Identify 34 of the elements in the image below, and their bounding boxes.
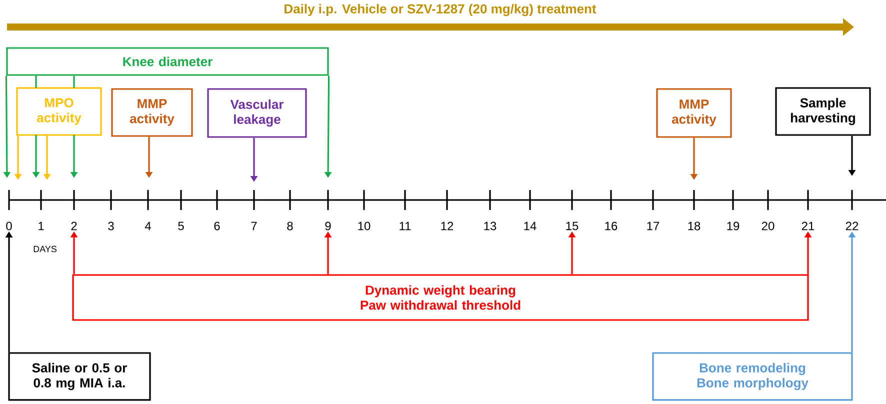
day-number: 8 bbox=[287, 222, 293, 230]
measurement-box: Sample harvesting bbox=[775, 87, 871, 136]
day-number: 9 bbox=[325, 222, 331, 230]
day-number: 18 bbox=[688, 222, 700, 230]
day-number: 1 bbox=[38, 222, 44, 230]
day-number: 10 bbox=[358, 222, 370, 230]
day-number: 14 bbox=[524, 222, 536, 230]
day-number: 5 bbox=[178, 222, 184, 230]
day-number: 2 bbox=[71, 222, 77, 230]
treatment-box: Saline or 0.5 or 0.8 mg MIA i.a. bbox=[8, 352, 151, 401]
day-number: 17 bbox=[647, 222, 660, 230]
day-number: 13 bbox=[484, 222, 496, 230]
measurement-box: Bone remodeling Bone morphology bbox=[652, 352, 853, 401]
day-number: 7 bbox=[251, 222, 257, 230]
day-number: 11 bbox=[400, 222, 411, 230]
day-number: 12 bbox=[441, 222, 454, 230]
day-number: 19 bbox=[727, 222, 740, 230]
day-number: 0 bbox=[6, 222, 12, 230]
day-number: 3 bbox=[108, 222, 114, 230]
axis-label: DAYS bbox=[34, 246, 57, 252]
day-number: 21 bbox=[802, 222, 814, 230]
bracket-label: Knee diameter bbox=[6, 47, 329, 76]
treatment-label: Daily i.p. Vehicle or SZV-1287 (20 mg/kg) treatment bbox=[284, 4, 596, 16]
day-number: 15 bbox=[566, 222, 578, 230]
day-number: 20 bbox=[762, 222, 774, 230]
bracket-label: Dynamic weight bearing Paw withdrawal threshold bbox=[72, 274, 809, 321]
measurement-box: MPO activity bbox=[16, 87, 102, 136]
day-number: 22 bbox=[846, 222, 858, 230]
measurement-box: Vascular leakage bbox=[207, 88, 307, 138]
measurement-box: MMP activity bbox=[111, 88, 193, 137]
measurement-box: MMP activity bbox=[656, 88, 732, 138]
day-number: 16 bbox=[605, 222, 618, 230]
day-number: 4 bbox=[144, 222, 151, 230]
day-number: 6 bbox=[214, 222, 220, 230]
